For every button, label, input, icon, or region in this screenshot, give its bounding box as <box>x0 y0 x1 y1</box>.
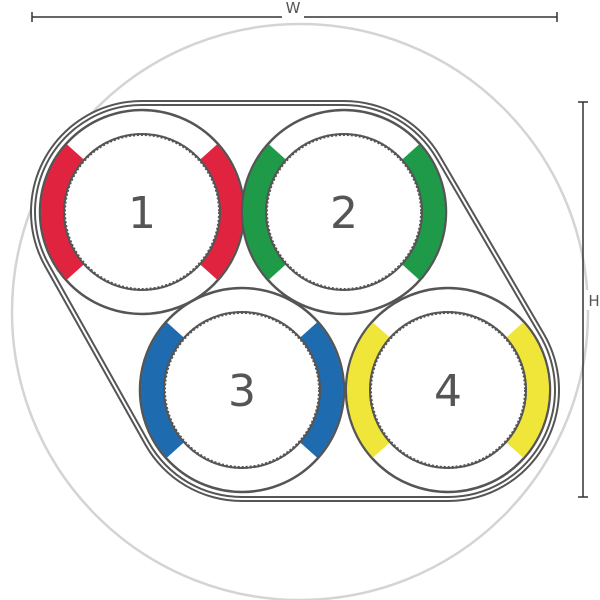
height-label: H <box>588 292 599 310</box>
conductor-strands <box>369 311 527 469</box>
height-dimension: H <box>578 101 600 498</box>
conductor-strands <box>163 311 321 469</box>
color-band <box>199 144 243 280</box>
color-band <box>41 144 85 280</box>
conductor-3: 3 <box>138 286 346 494</box>
width-label: W <box>286 0 301 17</box>
conductor-number: 2 <box>330 188 358 239</box>
color-band <box>299 322 343 458</box>
color-band <box>401 144 445 280</box>
conductor-number: 1 <box>128 188 156 239</box>
outer-sheath-circle <box>10 22 590 600</box>
width-dimension: W <box>31 0 558 22</box>
conductor-1: 1 <box>38 108 246 316</box>
color-band <box>347 322 391 458</box>
color-band <box>141 322 185 458</box>
conductor-strands <box>265 133 423 291</box>
conductor-4: 4 <box>344 286 552 494</box>
conductor-number: 4 <box>434 366 462 417</box>
color-band <box>243 144 287 280</box>
conductor-2: 2 <box>240 108 448 316</box>
color-band <box>505 322 549 458</box>
conductor-number: 3 <box>228 366 256 417</box>
conductor-strands <box>63 133 221 291</box>
